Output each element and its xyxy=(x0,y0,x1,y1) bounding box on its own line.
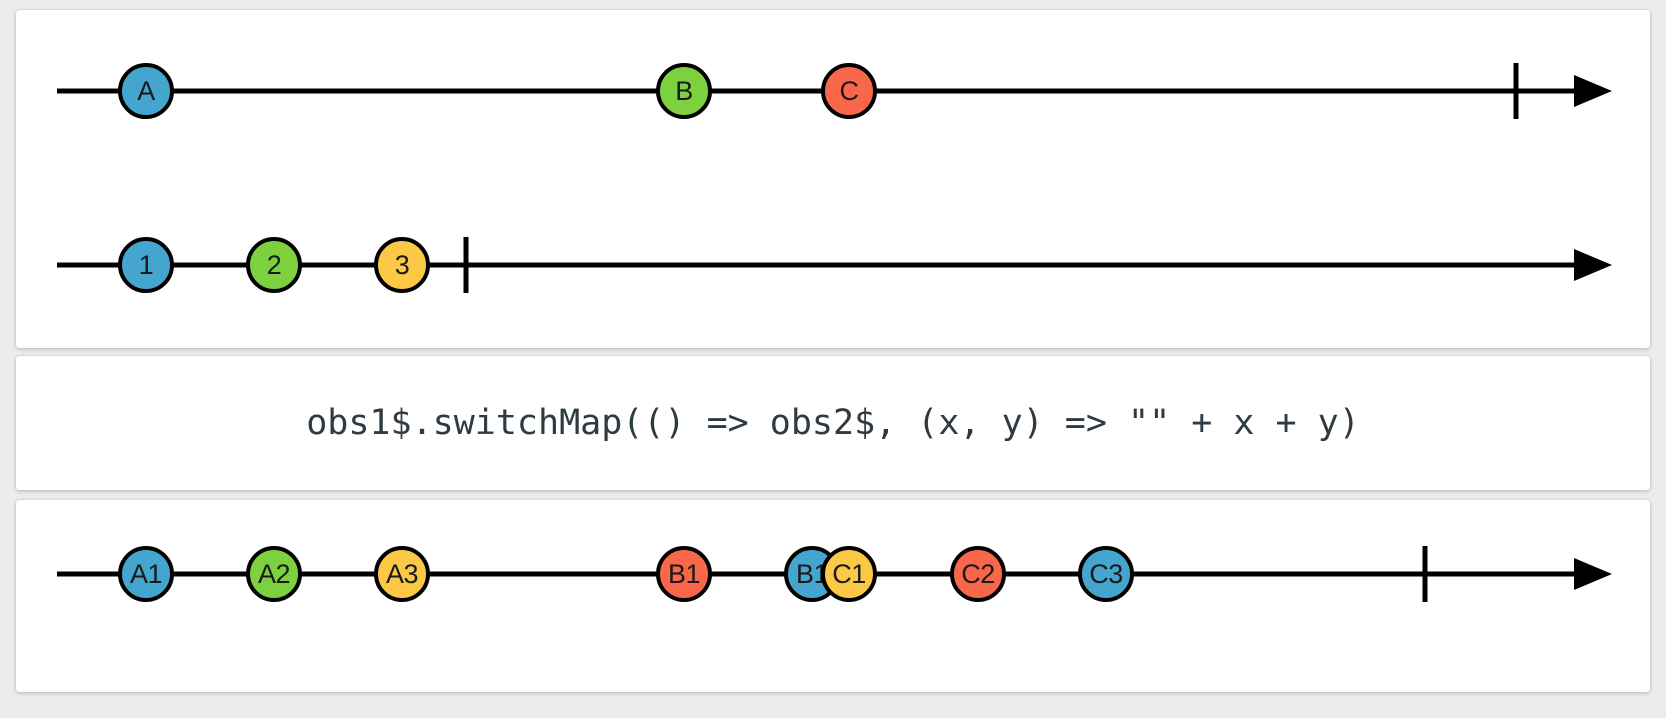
marble: C1 xyxy=(821,546,877,602)
marble-label: B1 xyxy=(667,558,701,589)
source-streams-panel: A B C 1 2 3 xyxy=(16,10,1650,348)
marble: C3 xyxy=(1078,546,1134,602)
marble: C xyxy=(821,63,877,119)
marble-label: 1 xyxy=(138,249,154,280)
source-marbles-layer: A B C 1 2 3 xyxy=(16,10,1650,348)
marble-label: C xyxy=(839,75,860,106)
operator-code-panel: obs1$.switchMap(() => obs2$, (x, y) => "… xyxy=(16,356,1650,490)
marble: B1 xyxy=(656,546,712,602)
marble: A3 xyxy=(374,546,430,602)
marble: C2 xyxy=(950,546,1006,602)
marble-label: B xyxy=(675,75,693,106)
marble-label: C1 xyxy=(832,558,866,589)
source-timelines-svg xyxy=(57,63,1612,293)
marble: A1 xyxy=(118,546,174,602)
marble-label: C2 xyxy=(961,558,995,589)
marble-label: A3 xyxy=(385,558,419,589)
marble-label: C3 xyxy=(1089,558,1123,589)
operator-expression: obs1$.switchMap(() => obs2$, (x, y) => "… xyxy=(306,403,1360,443)
marble-label: A xyxy=(137,75,155,106)
marble-label: A2 xyxy=(257,558,291,589)
marble-label: A1 xyxy=(129,558,163,589)
marble-label: 2 xyxy=(266,249,282,280)
timeline-arrowhead xyxy=(1574,558,1612,590)
marble: 3 xyxy=(374,237,430,293)
marble: A xyxy=(118,63,174,119)
timeline-arrowhead xyxy=(1574,75,1612,107)
marble: 1 xyxy=(118,237,174,293)
marble-label: 3 xyxy=(394,249,410,280)
marble: B xyxy=(656,63,712,119)
marble: A2 xyxy=(246,546,302,602)
marble: 2 xyxy=(246,237,302,293)
timeline-arrowhead xyxy=(1574,249,1612,281)
